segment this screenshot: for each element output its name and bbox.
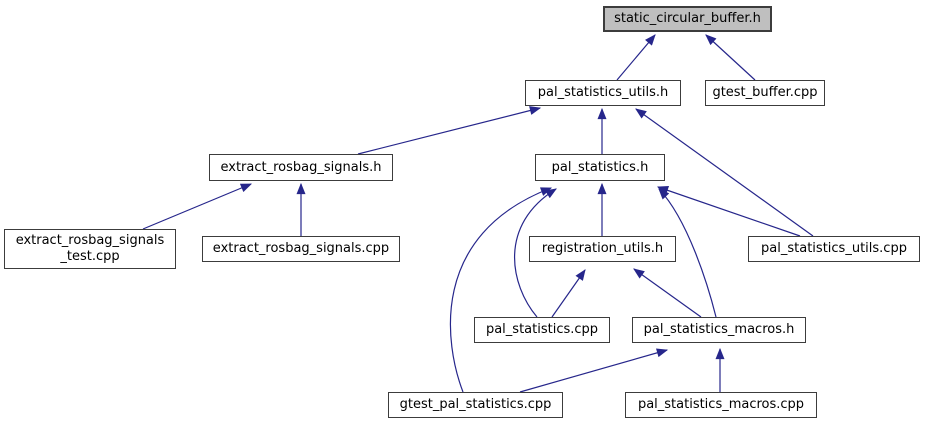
edge-extract-rosbag-signals-h-to-pal-statistics-utils-h bbox=[357, 106, 542, 155]
node-registration-utils-h[interactable]: registration_utils.h bbox=[529, 236, 676, 262]
edge-pal-statistics-utils-cpp-to-pal-statistics-h bbox=[656, 186, 801, 237]
edge-pal-statistics-cpp-to-pal-statistics-h bbox=[514, 188, 557, 318]
edge-pal-statistics-utils-cpp-to-pal-statistics-utils-h bbox=[635, 108, 814, 237]
edge-gtest-pal-statistics-cpp-to-pal-statistics-macros-h bbox=[519, 348, 669, 393]
node-pal-statistics-h[interactable]: pal_statistics.h bbox=[535, 154, 665, 181]
edge-pal-statistics-utils-h-to-static-circular-buffer-h bbox=[616, 34, 656, 81]
edge-pal-statistics-cpp-to-registration-utils-h bbox=[551, 269, 586, 318]
node-pal-statistics-macros-h[interactable]: pal_statistics_macros.h bbox=[632, 317, 806, 343]
edge-extract-rosbag-signals-test-cpp-to-extract-rosbag-signals-h bbox=[142, 183, 253, 230]
node-pal-statistics-utils-cpp[interactable]: pal_statistics_utils.cpp bbox=[748, 236, 920, 262]
node-gtest-buffer-cpp[interactable]: gtest_buffer.cpp bbox=[705, 80, 825, 106]
node-gtest-pal-statistics-cpp[interactable]: gtest_pal_statistics.cpp bbox=[388, 392, 563, 418]
node-static-circular-buffer-h: static_circular_buffer.h bbox=[603, 6, 772, 32]
edge-pal-statistics-macros-h-to-registration-utils-h bbox=[633, 268, 702, 318]
edge-gtest-pal-statistics-cpp-to-pal-statistics-h bbox=[449, 187, 553, 393]
node-extract-rosbag-signals-cpp[interactable]: extract_rosbag_signals.cpp bbox=[202, 236, 400, 262]
edge-gtest-buffer-cpp-to-static-circular-buffer-h bbox=[705, 34, 756, 81]
node-extract-rosbag-signals-test-cpp[interactable]: extract_rosbag_signals _test.cpp bbox=[4, 229, 176, 269]
node-pal-statistics-utils-h[interactable]: pal_statistics_utils.h bbox=[525, 80, 681, 106]
node-pal-statistics-cpp[interactable]: pal_statistics.cpp bbox=[474, 317, 610, 343]
edge-pal-statistics-macros-h-to-pal-statistics-h bbox=[658, 188, 717, 318]
node-extract-rosbag-signals-h[interactable]: extract_rosbag_signals.h bbox=[209, 154, 393, 181]
node-pal-statistics-macros-cpp[interactable]: pal_statistics_macros.cpp bbox=[625, 392, 817, 418]
